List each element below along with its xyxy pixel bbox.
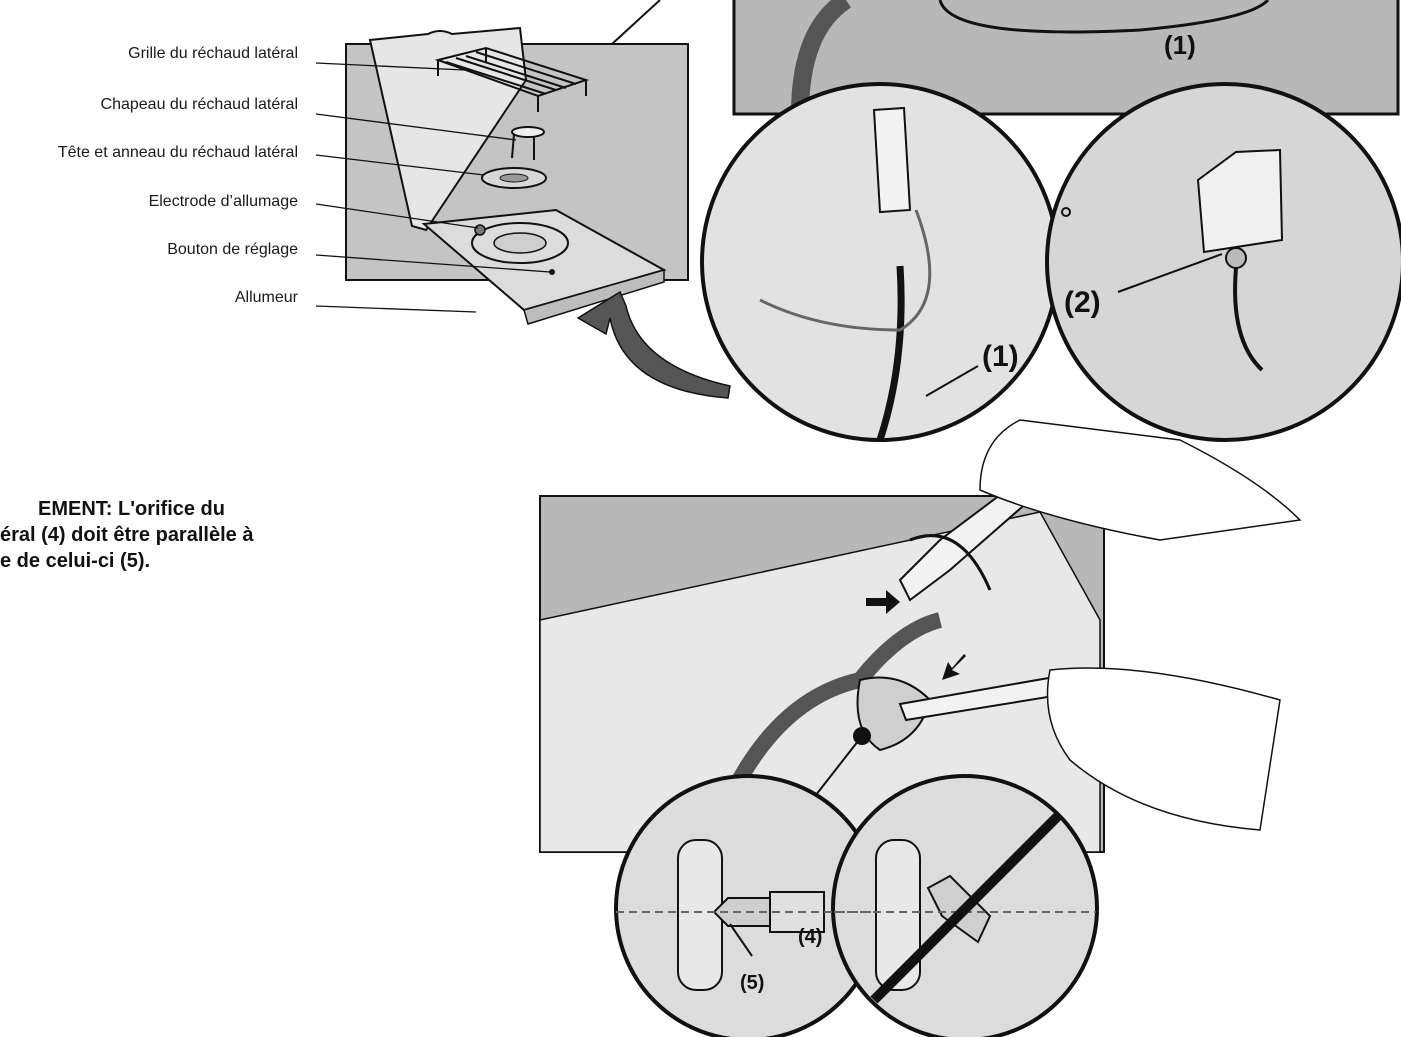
valve-ring-incorrect	[875, 839, 921, 991]
callout-arrow-2	[1117, 253, 1223, 293]
ignition-electrode	[474, 224, 486, 236]
part-label-knob: Bouton de réglage	[167, 241, 298, 258]
insert-arrow	[576, 290, 731, 399]
rotation-arrow	[909, 534, 992, 591]
note-line-3: e de celui-ci (5).	[0, 550, 151, 572]
callout-5: (5)	[740, 972, 765, 994]
callout-arrow-1	[925, 365, 979, 397]
note-line-1: EMENT: L'orifice du	[38, 498, 225, 520]
valve-body	[856, 676, 932, 752]
part-label-head-ring: Tête et anneau du réchaud latéral	[57, 144, 298, 161]
part-label-cap: Chapeau du réchaud latéral	[100, 96, 298, 113]
detail-leader	[811, 735, 863, 801]
burner-base-ring-inner	[493, 232, 547, 254]
push-arrow-2	[942, 654, 966, 680]
plug-thin-wire	[759, 209, 932, 332]
orifice-assembly-view	[539, 419, 1302, 1037]
callout-1-top: (1)	[1164, 30, 1196, 60]
callout-2: (2)	[1064, 286, 1101, 319]
plug-wire	[876, 265, 905, 442]
gas-hose	[791, 0, 852, 115]
part-label-grille: Grille du réchaud latéral	[128, 45, 298, 62]
side-burner-exploded-view	[315, 0, 731, 399]
callout-1-circle: (1)	[982, 340, 1019, 373]
control-knob	[549, 269, 555, 275]
callout-4: (4)	[798, 926, 823, 948]
burner-head-center	[499, 173, 529, 183]
corrugated-hose	[712, 612, 943, 824]
part-label-igniter: Allumeur	[234, 289, 298, 306]
zoom-connector-line	[611, 0, 661, 45]
zoom-circle-ground-screw	[1045, 82, 1401, 442]
plug-body	[872, 106, 912, 214]
ground-screw	[1225, 247, 1247, 269]
bracket	[1196, 148, 1284, 254]
part-leader-lines	[315, 62, 551, 313]
panel-hole	[1061, 207, 1071, 217]
ground-wire	[1233, 267, 1264, 372]
prohibited-slash	[870, 810, 1064, 1004]
burner-cap	[511, 126, 545, 160]
ignition-wire-top	[938, 0, 1270, 34]
orifice-alignment-note: EMENT: L'orifice du éral (4) doit être p…	[0, 496, 360, 574]
valve-ring-correct	[677, 839, 723, 991]
hand-lower	[1046, 667, 1281, 831]
part-label-electrode: Electrode d’allumage	[148, 193, 298, 210]
electrode-wiring-view	[700, 0, 1401, 442]
burner-tray-front	[523, 269, 665, 325]
hand-upper	[979, 419, 1302, 541]
push-arrow-1	[866, 590, 900, 614]
callout-arrow-5	[729, 923, 753, 957]
grille-wires	[434, 46, 590, 112]
note-line-2: éral (4) doit être parallèle à	[0, 524, 254, 546]
burner-base-ring	[471, 222, 569, 264]
